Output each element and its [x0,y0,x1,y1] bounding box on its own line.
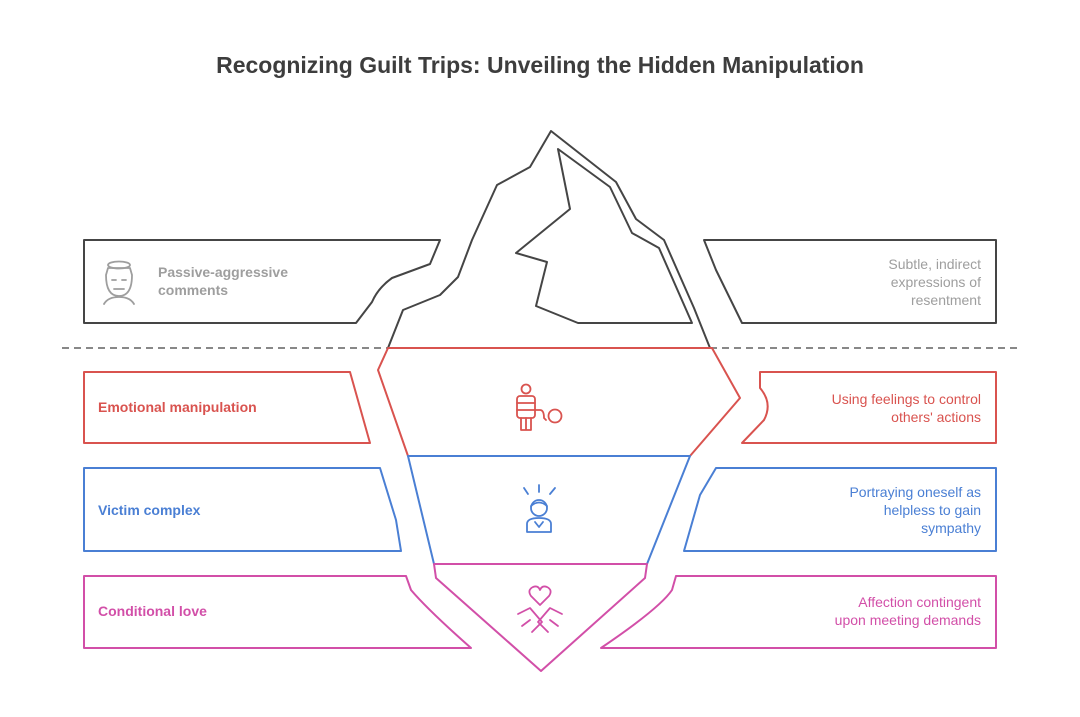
label-passive-aggressive: Passive-aggressive comments [158,264,288,298]
label-line: Conditional love [98,603,207,619]
label-line: Passive-aggressive [158,264,288,280]
ball-and-chain-prisoner-icon [516,383,563,431]
label-conditional-love: Conditional love [98,603,207,619]
page-title: Recognizing Guilt Trips: Unveiling the H… [216,52,864,78]
right-box-passive-aggressive [703,239,997,324]
description-passive-aggressive: Subtle, indirect expressions of resentment [888,256,981,308]
label-victim-complex: Victim complex [98,502,201,518]
label-line: Victim complex [98,502,201,518]
iceberg-tip [387,130,711,349]
description-line: expressions of [891,274,981,290]
description-line: upon meeting demands [835,612,981,628]
description-line: helpless to gain [884,502,981,518]
person-with-halo-icon [103,260,135,305]
label-line: Emotional manipulation [98,399,257,415]
description-line: sympathy [921,520,981,536]
right-box-emotional-manipulation [741,371,997,444]
label-line: comments [158,282,228,298]
iceberg-inner-outline [515,148,693,324]
description-line: Subtle, indirect [888,256,981,272]
description-conditional-love: Affection contingent upon meeting demands [835,594,981,628]
description-line: Affection contingent [858,594,981,610]
distressed-person-icon [523,484,556,533]
iceberg-segment-emotional [377,347,741,457]
right-box-conditional-love [600,575,997,649]
heart-hands-icon [517,585,563,633]
level-victim-complex: Victim complex Portraying oneself as help… [83,455,997,565]
level-passive-aggressive: Passive-aggressive comments Subtle, indir… [83,239,997,324]
left-box-conditional-love [83,575,472,649]
iceberg-segment-victim [407,455,691,565]
description-victim-complex: Portraying oneself as helpless to gain sym… [849,484,981,536]
description-line: Using feelings to control [832,391,981,407]
description-line: resentment [911,292,981,308]
description-line: Portraying oneself as [849,484,981,500]
right-box-victim-complex [683,467,997,552]
description-line: others' actions [891,409,981,425]
level-conditional-love: Conditional love Affection contingent upo… [83,563,997,672]
left-box-victim-complex [83,467,402,552]
iceberg-outer-outline [387,130,711,349]
description-emotional-manipulation: Using feelings to control others' actions [832,391,981,425]
left-box-emotional-manipulation [83,371,371,444]
left-box-passive-aggressive [83,239,441,324]
level-emotional-manipulation: Emotional manipulation Using feelings to… [83,347,997,457]
iceberg-segment-conditional [433,563,648,672]
label-emotional-manipulation: Emotional manipulation [98,399,257,415]
